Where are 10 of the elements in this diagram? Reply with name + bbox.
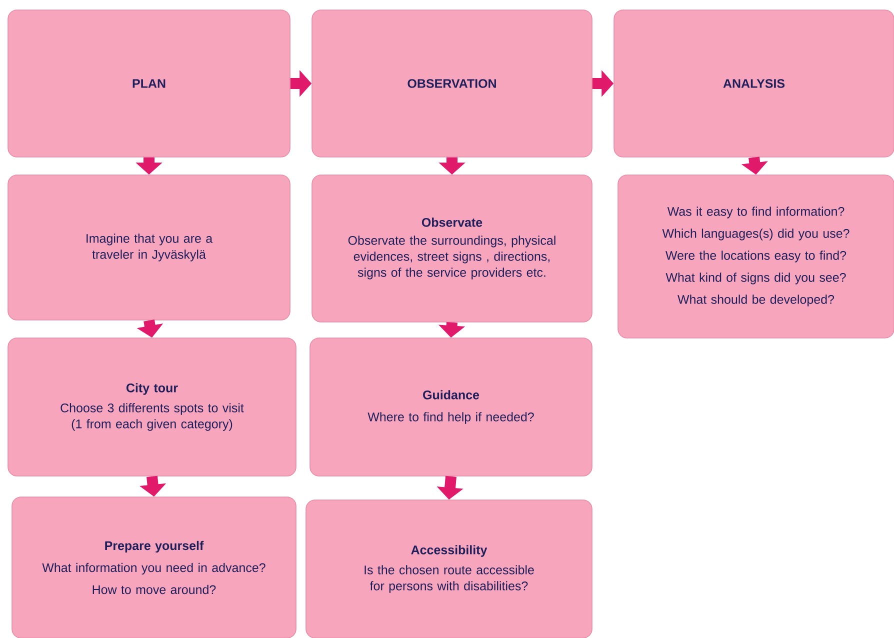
process-box: OBSERVATION [312,10,592,158]
process-box: ANALYSIS [614,10,894,158]
process-box: Accessibility Is the chosen route accessible for persons with disabilities? [306,500,592,638]
process-box: Observate Observate the surroundings, physical evidences, street signs , directions, signs of the service providers etc. [312,174,592,322]
process-box: PLAN [8,10,290,158]
process-box: Was it easy to find information? Which languages(s) did you use? Were the locations easy to find? What kind of signs did you see? What should be developed? [618,174,894,338]
process-box: City tour Choose 3 differents spots to visit (1 from each given category) [8,338,296,476]
process-box: Imagine that you are a traveler in Jyväskylä [8,174,290,320]
process-box: Prepare yourself What information you need in advance? How to move around? [12,496,296,638]
process-box: Guidance Where to find help if needed? [310,338,592,476]
